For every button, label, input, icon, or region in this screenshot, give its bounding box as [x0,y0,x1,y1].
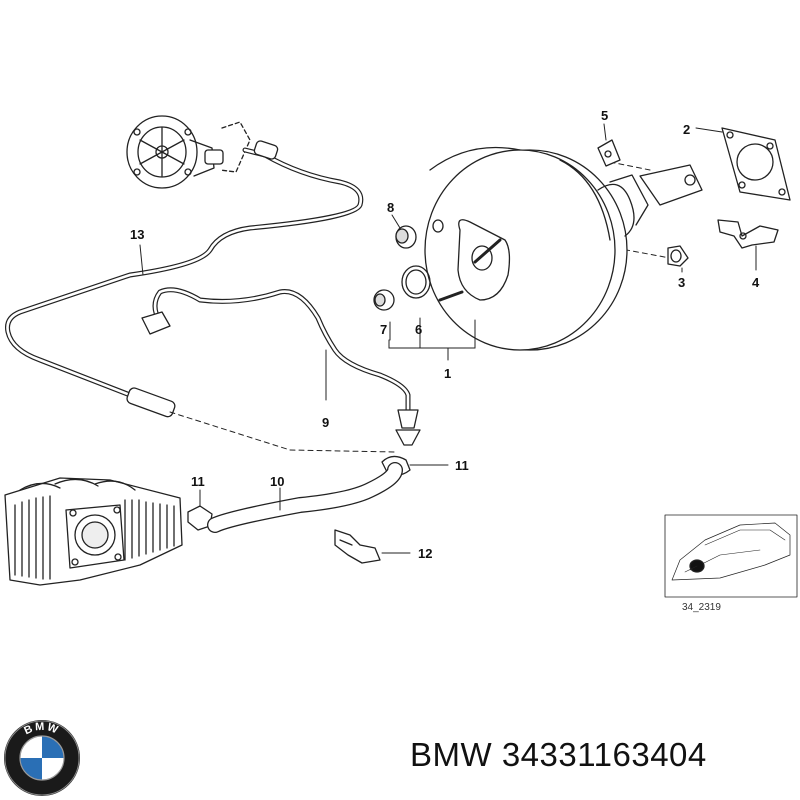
callout-5: 5 [601,108,608,123]
callout-6: 6 [415,322,422,337]
holder-12 [334,529,411,564]
vacuum-hose-13 [5,140,364,418]
vacuum-hose-9 [141,287,421,446]
callout-1: 1 [444,366,451,381]
bmw-logo-icon: BMW [4,720,80,796]
brake-booster [424,146,703,351]
callout-3: 3 [678,275,685,290]
callout-9: 9 [322,415,329,430]
callout-8: 8 [387,200,394,215]
callout-2: 2 [683,122,690,137]
logo-text: BMW [22,721,59,737]
callout-13: 13 [130,227,144,242]
callout-10: 10 [270,474,284,489]
vacuum-pump [126,115,251,189]
vehicle-location-inset [664,514,798,598]
grommet-7 [373,289,395,311]
grommet-8 [395,225,417,249]
callout-labels: 1 2 3 4 5 6 7 8 9 10 11 11 12 13 [130,108,760,561]
o-ring-6 [401,265,431,299]
callout-12: 12 [418,546,432,561]
vacuum-hose-10 [207,462,403,533]
diagram-code: 34_2319 [682,602,721,613]
callout-7: 7 [380,322,387,337]
intake-manifold [4,477,183,586]
part-number: BMW 34331163404 [410,736,707,773]
callout-11-right: 11 [455,458,469,473]
callout-11-left: 11 [191,474,205,489]
nut-5 [597,139,621,167]
bushing-3 [667,245,689,267]
gasket-2 [721,127,791,201]
svg-text:BMW: BMW [22,721,61,737]
callout-4: 4 [752,275,760,290]
clip-4 [717,219,779,249]
